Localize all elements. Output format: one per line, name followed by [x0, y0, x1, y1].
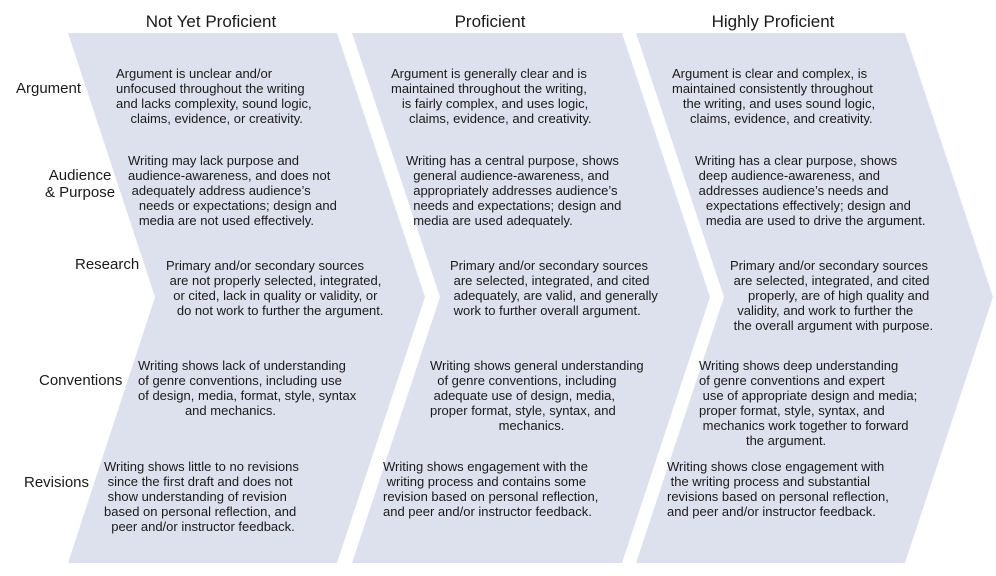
cell-research-not-yet-proficient: Primary and/or secondary sources are not…: [166, 258, 384, 318]
cell-revisions-proficient: Writing shows engagement with the writin…: [383, 459, 599, 519]
cell-revisions-not-yet-proficient: Writing shows little to no revisions sin…: [104, 459, 299, 534]
chevron-highly-proficient: [636, 33, 993, 563]
cell-research-proficient: Primary and/or secondary sources are sel…: [450, 258, 658, 318]
cell-argument-not-yet-proficient: Argument is unclear and/or unfocused thr…: [116, 66, 312, 126]
cell-audience-not-yet-proficient: Writing may lack purpose and audience-aw…: [128, 153, 337, 228]
cell-conventions-highly-proficient: Writing shows deep understanding of genr…: [699, 358, 918, 448]
cell-conventions-not-yet-proficient: Writing shows lack of understanding of g…: [138, 358, 357, 418]
cell-argument-proficient: Argument is generally clear and is maint…: [391, 66, 592, 126]
row-label-conventions: Conventions: [39, 372, 123, 389]
chevron-proficient: [352, 33, 710, 563]
cell-revisions-highly-proficient: Writing shows close engagement with the …: [667, 459, 889, 519]
cell-research-highly-proficient: Primary and/or secondary sources are sel…: [730, 258, 934, 333]
cell-argument-highly-proficient: Argument is clear and complex, is mainta…: [672, 66, 876, 126]
column-header-not-yet-proficient: Not Yet Proficient: [145, 12, 277, 31]
row-label-revisions: Revisions: [24, 474, 90, 491]
cell-conventions-proficient: Writing shows general understanding of g…: [430, 358, 644, 433]
cell-audience-proficient: Writing has a central purpose, shows gen…: [406, 153, 622, 228]
column-header-highly-proficient: Highly Proficient: [711, 12, 835, 31]
row-label-research: Research: [75, 256, 140, 273]
chevron-not-yet-proficient: [68, 33, 425, 563]
row-label-audience-purpose: Audience & Purpose: [45, 167, 116, 201]
cell-audience-highly-proficient: Writing has a clear purpose, shows deep …: [695, 153, 926, 228]
column-header-proficient: Proficient: [454, 12, 526, 31]
row-label-argument: Argument: [16, 80, 82, 97]
